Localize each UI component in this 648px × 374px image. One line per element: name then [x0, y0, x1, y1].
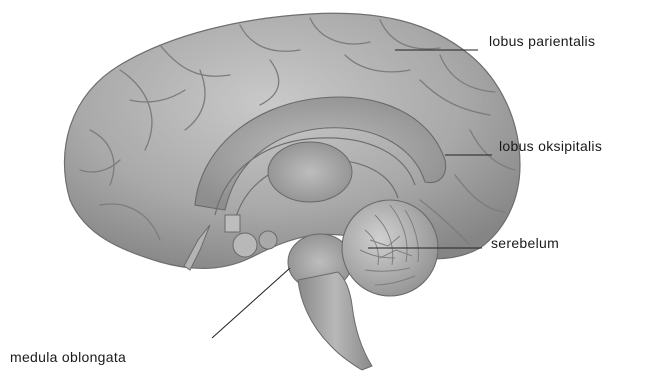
label-medula-oblongata: medula oblongata: [10, 349, 126, 365]
label-lobus-oksipitalis: lobus oksipitalis: [499, 138, 602, 154]
thalamus: [268, 142, 352, 202]
leader-line-medulla: [212, 268, 290, 338]
label-serebelum: serebelum: [491, 235, 559, 251]
label-lobus-parietalis: lobus parientalis: [489, 33, 595, 49]
